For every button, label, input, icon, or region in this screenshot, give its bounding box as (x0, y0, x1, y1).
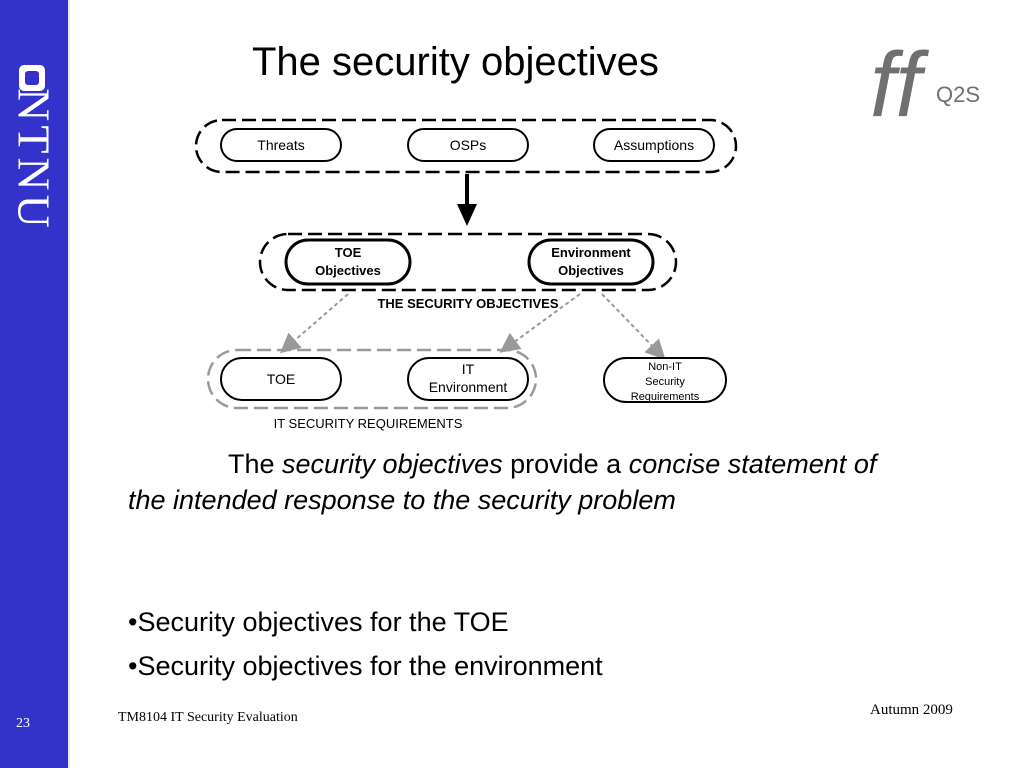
it-security-requirements-label: IT SECURITY REQUIREMENTS (274, 416, 463, 431)
derive-arrow-head (457, 204, 477, 226)
security-objectives-diagram: Threats OSPs Assumptions TOE Objectives … (194, 118, 738, 431)
security-objectives-group-label: THE SECURITY OBJECTIVES (377, 296, 558, 311)
bullet-list: •Security objectives for the TOE •Securi… (128, 600, 603, 688)
toe-objectives-box (284, 238, 412, 286)
assumptions-label: Assumptions (614, 137, 694, 153)
q2s-logo-text: Q2S (936, 82, 980, 107)
arrow-to-it-environment (499, 293, 581, 353)
sidebar-divider (68, 0, 70, 768)
toe-objectives-label-2: Objectives (315, 263, 381, 278)
osps-box (407, 128, 529, 162)
slide-title: The security objectives (252, 40, 659, 84)
body-text-2: security objectives (282, 449, 503, 479)
arrow-to-toe (279, 293, 349, 354)
it-environment-label-2: Environment (429, 379, 508, 395)
body-paragraph: The security objectives provide a concis… (128, 446, 908, 518)
toe-objectives-label-1: TOE (335, 245, 362, 260)
environment-objectives-box (527, 238, 655, 286)
non-it-label-2: Security (645, 376, 685, 388)
non-it-label-3: Requirements (631, 391, 700, 403)
osps-label: OSPs (450, 137, 487, 153)
toe-box (220, 357, 342, 401)
it-environment-label-1: IT (462, 361, 475, 377)
assumptions-box (593, 128, 715, 162)
arrow-to-non-it (601, 293, 666, 360)
bullet-item: •Security objectives for the TOE (128, 607, 509, 637)
ntnu-logo-icon (19, 65, 45, 91)
body-text-3: provide a (502, 449, 629, 479)
it-environment-box (407, 357, 529, 401)
ntnu-brand-text: NTNU (8, 88, 60, 232)
svg-text:ff: ff (870, 34, 930, 136)
toe-label: TOE (267, 371, 296, 387)
threats-box (220, 128, 342, 162)
security-objectives-group (258, 232, 678, 292)
environment-objectives-label-1: Environment (551, 245, 631, 260)
non-it-security-requirements-box (603, 357, 727, 403)
page-number: 23 (16, 716, 30, 731)
non-it-label-1: Non-IT (648, 361, 682, 373)
footer-course: TM8104 IT Security Evaluation (118, 710, 298, 725)
inputs-group (194, 118, 738, 174)
bullet-item: •Security objectives for the environment (128, 651, 603, 681)
body-text-1: The (228, 449, 283, 479)
threats-label: Threats (257, 137, 304, 153)
q2s-logo: ff Q2S (870, 34, 980, 136)
environment-objectives-label-2: Objectives (558, 263, 624, 278)
footer-date: Autumn 2009 (870, 702, 953, 718)
body-text-4: concise statement of the intended respon… (128, 449, 877, 515)
sidebar: NTNU 23 (0, 0, 68, 768)
